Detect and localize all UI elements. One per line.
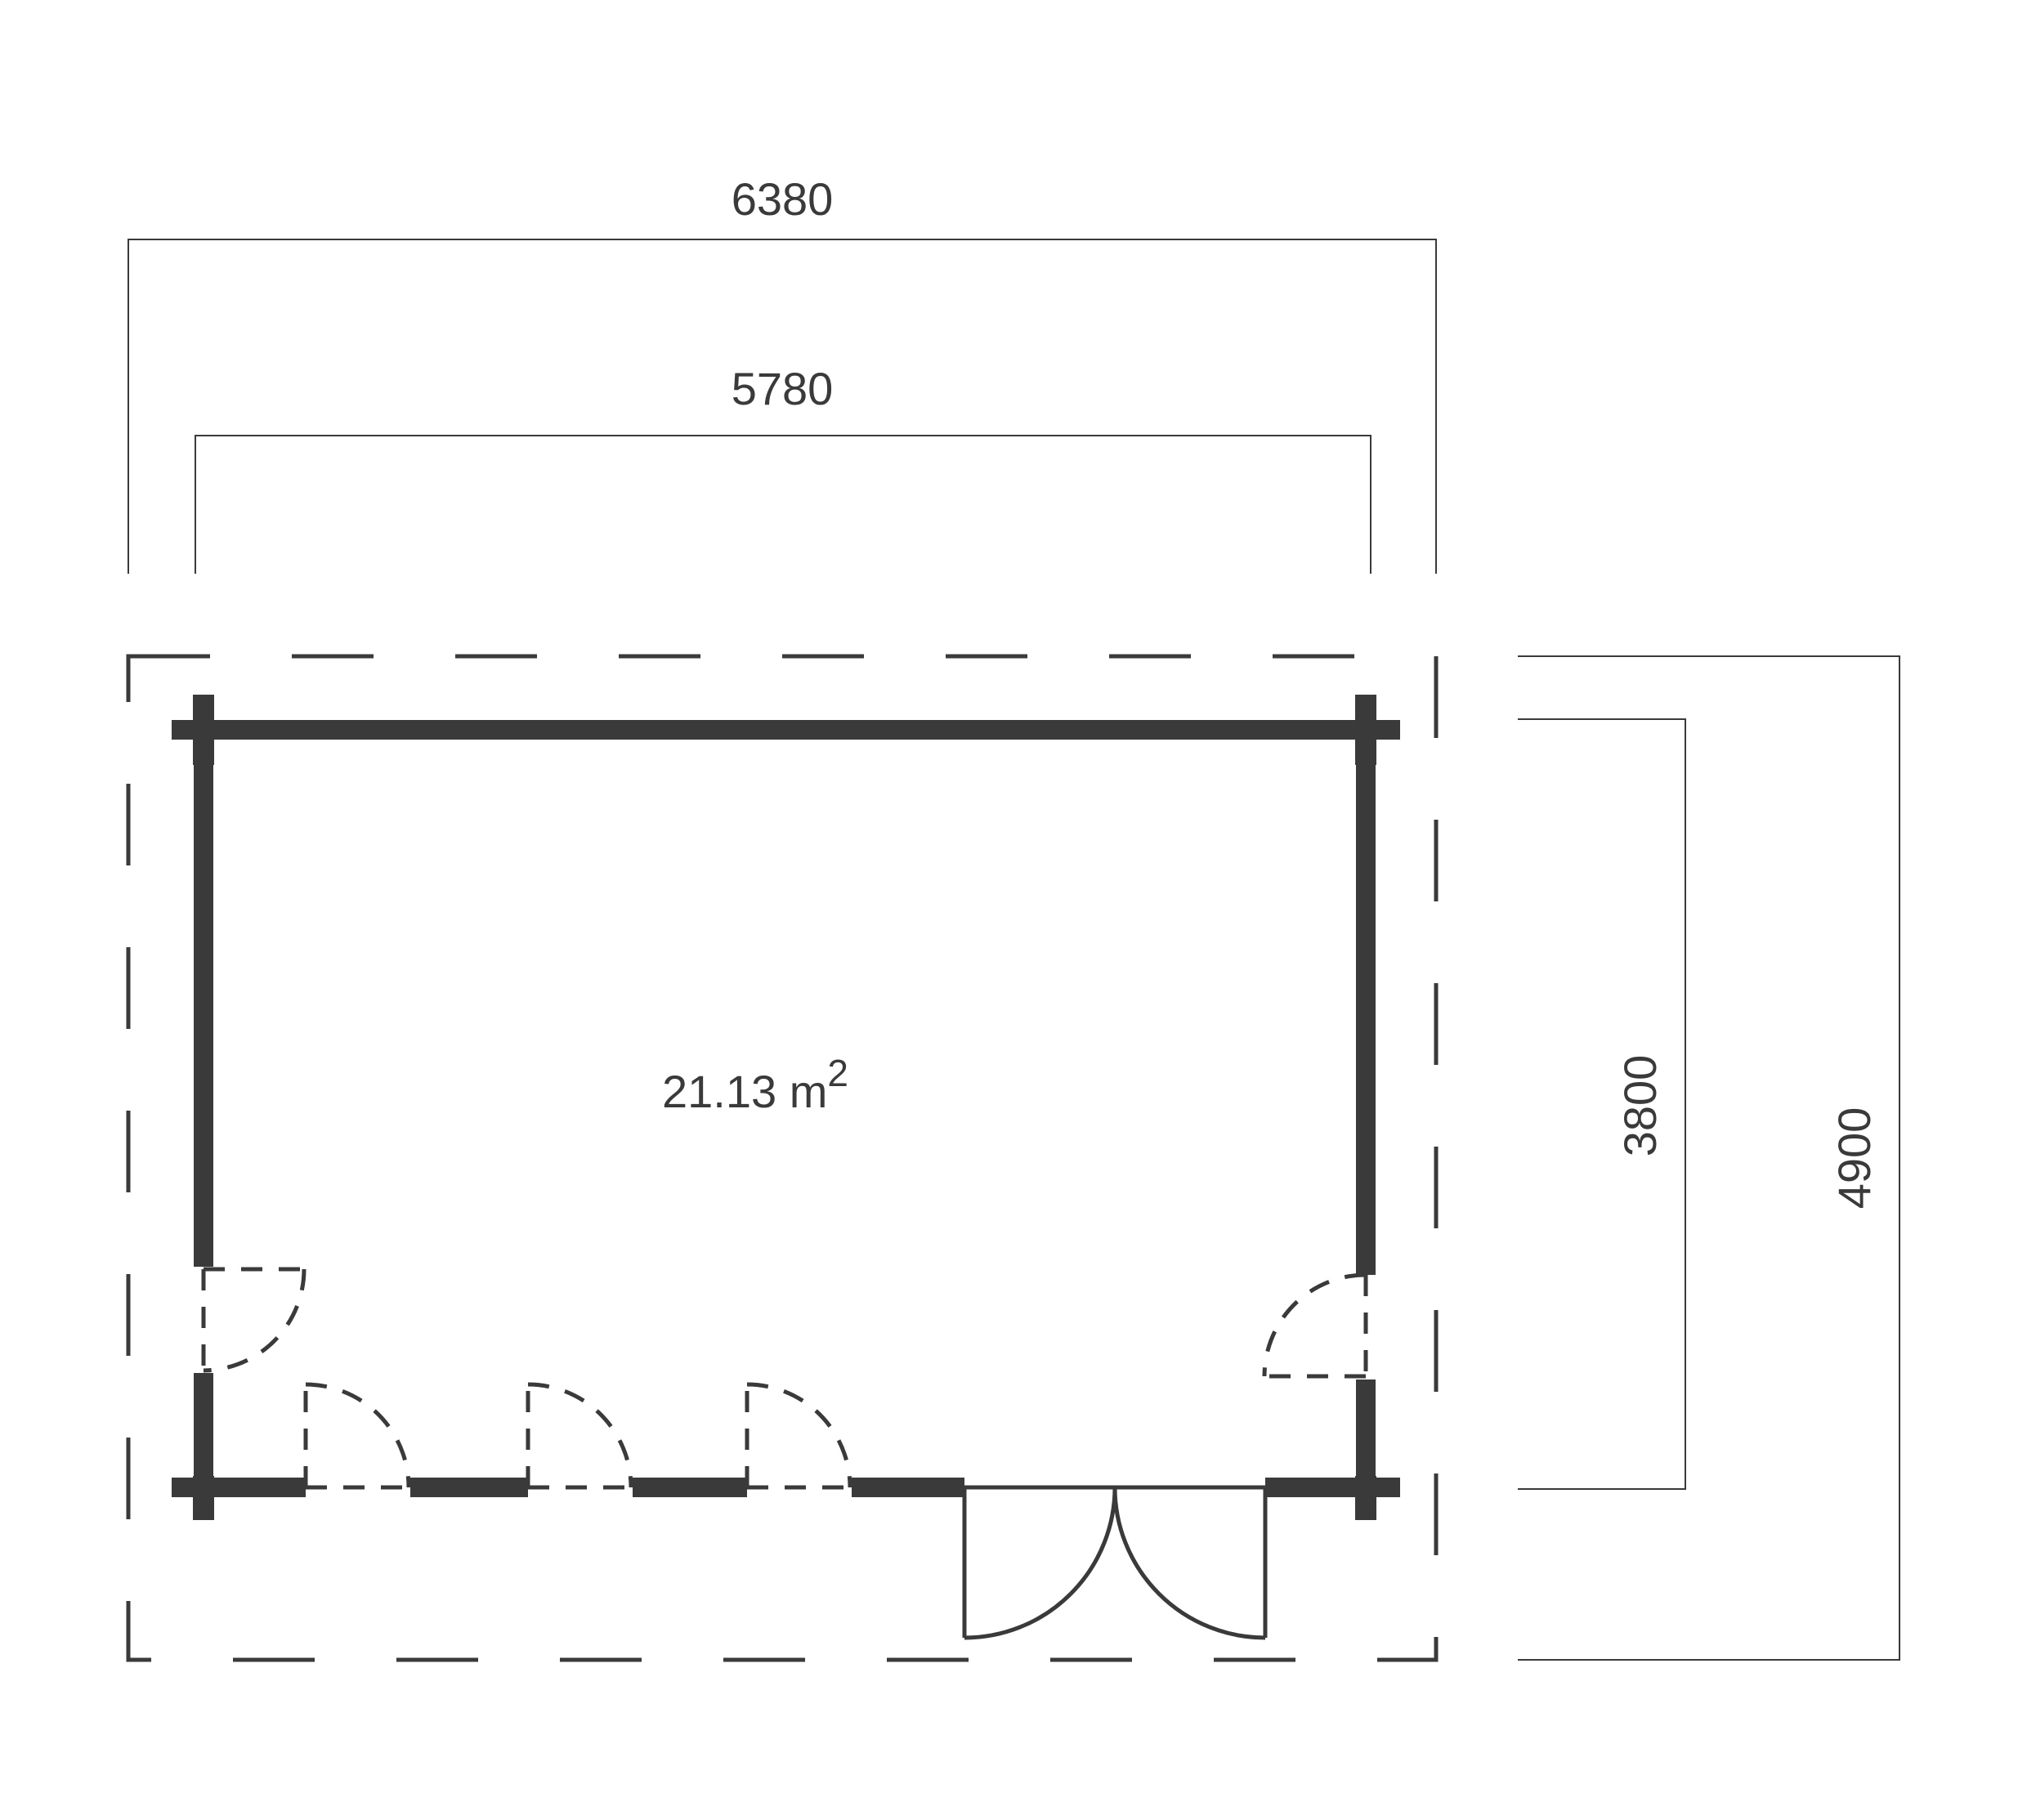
floor-area-label: 21.13 m2: [662, 1052, 848, 1117]
outer-width-line: [128, 239, 1437, 574]
front-window-2: [526, 1382, 633, 1490]
outer-width-label: 6380: [732, 173, 834, 225]
inner-depth-dimension: 3800: [1518, 718, 1686, 1490]
floor-area-superscript: 2: [827, 1052, 848, 1094]
left-window: [201, 1267, 307, 1373]
inner-width-label: 5780: [732, 363, 834, 414]
inner-width-dimension: 5780: [195, 363, 1371, 574]
outer-depth-dimension: 4900: [1518, 655, 1900, 1661]
right-window: [1262, 1272, 1368, 1379]
walls: [172, 695, 1400, 1520]
inner-width-line: [195, 435, 1371, 574]
outer-width-dimension: 6380: [128, 173, 1437, 574]
floor-area-value: 21.13 m: [662, 1066, 827, 1117]
left-door-swing: [964, 1487, 1117, 1640]
front-window-3: [745, 1382, 852, 1490]
roof-outline: [126, 654, 1439, 1662]
inner-depth-label: 3800: [1614, 1055, 1666, 1157]
right-door-swing: [1112, 1487, 1266, 1640]
outer-depth-label: 4900: [1828, 1107, 1880, 1210]
inner-depth-line: [1518, 718, 1686, 1490]
outer-depth-line: [1518, 655, 1900, 1661]
front-window-1: [303, 1382, 411, 1490]
double-door: [962, 1485, 1268, 1640]
